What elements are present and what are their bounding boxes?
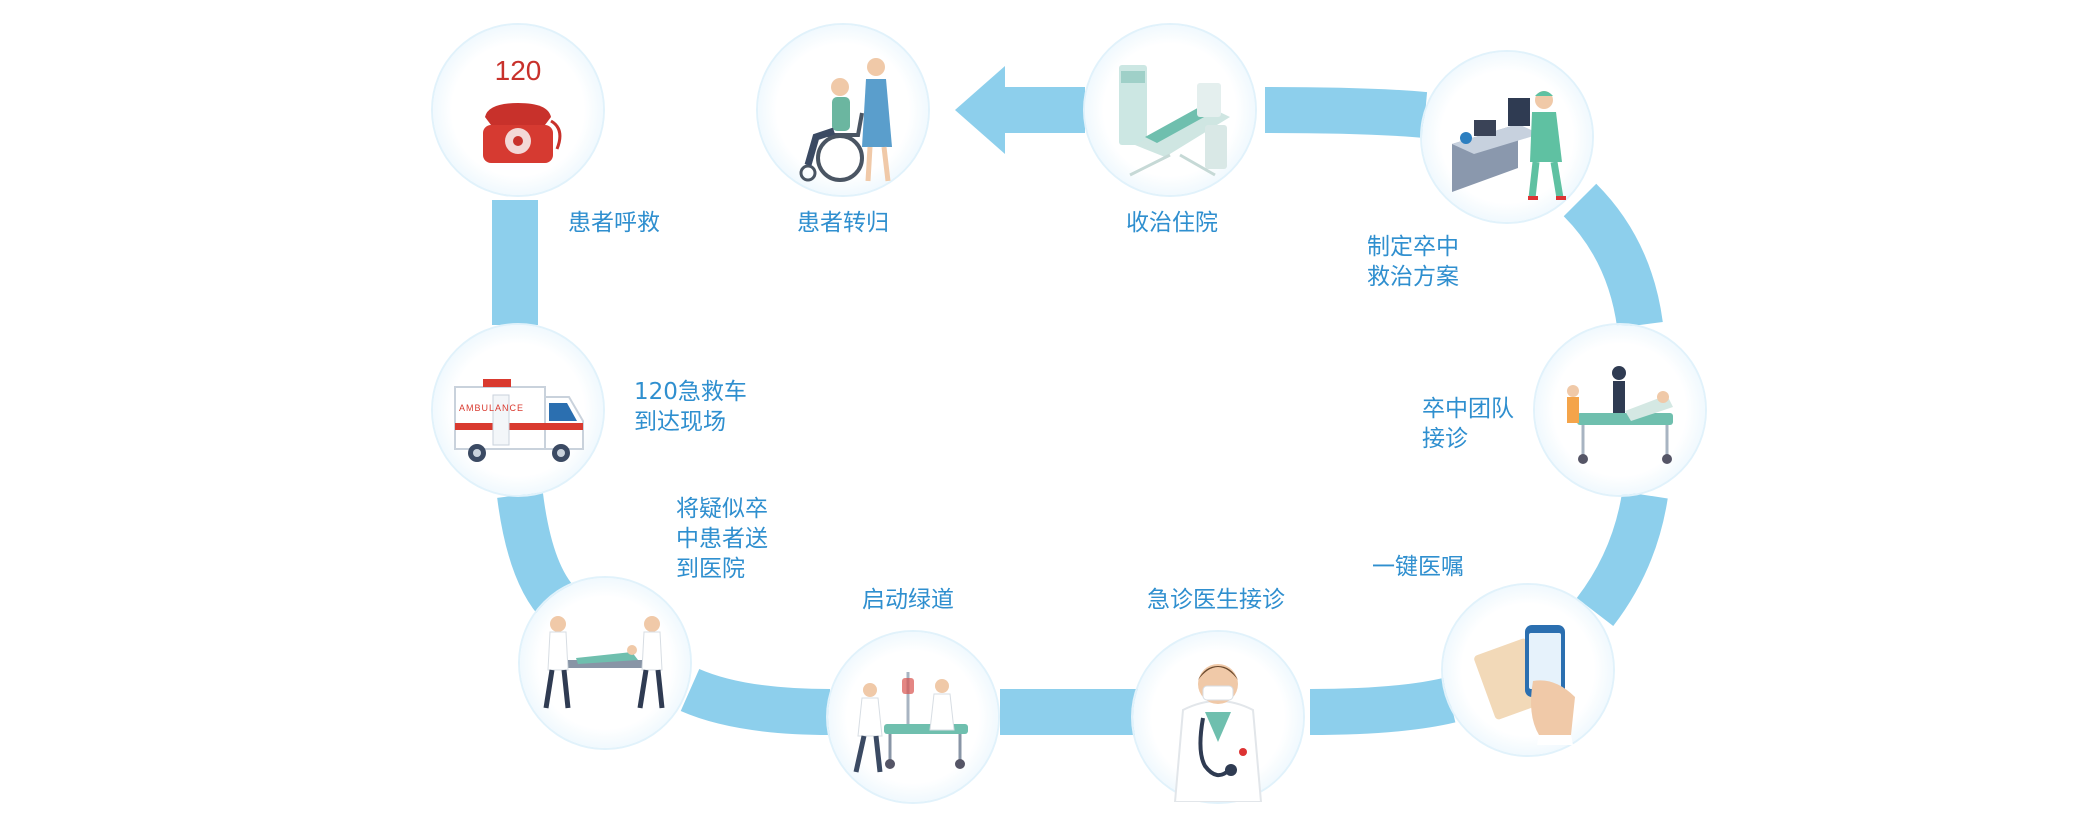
- connector-team-to-plan: [1563, 183, 1663, 329]
- label-one-key-order: 一键医嘱: [1372, 554, 1464, 580]
- label-green-channel: 启动绿道: [862, 587, 954, 613]
- label-treatment-plan: 制定卒中 救治方案: [1367, 232, 1459, 292]
- ambulance-badge-text: AMBULANCE: [459, 403, 524, 413]
- label-admission: 收治住院: [1126, 210, 1218, 236]
- label-transfer-line2: 中患者送: [676, 526, 768, 552]
- phone-number-text: 120: [494, 55, 542, 86]
- label-er-doctor: 急诊医生接诊: [1147, 587, 1285, 613]
- ambulance-icon: AMBULANCE: [454, 379, 584, 462]
- label-ambulance-arrival: 120急救车 到达现场: [634, 377, 747, 437]
- label-transfer-line1: 将疑似卒: [676, 496, 768, 522]
- hospital-bed-room-icon: [1119, 65, 1230, 177]
- label-transfer-line3: 到医院: [676, 556, 745, 582]
- doctor-stethoscope-icon: [1173, 664, 1263, 802]
- medical-team-bed-icon: [1567, 366, 1673, 464]
- flow-arrow-head: [955, 66, 1005, 154]
- node-er-doctor: [1133, 632, 1303, 802]
- node-admission: [1085, 25, 1255, 195]
- label-ambulance-line1: 120急救车: [634, 379, 747, 405]
- label-ambulance-line2: 到达现场: [634, 409, 726, 435]
- red-telephone-icon: [483, 103, 562, 163]
- node-ambulance-arrival: AMBULANCE: [433, 325, 603, 495]
- label-stroke-team-line2: 接诊: [1422, 426, 1468, 452]
- node-patient-call: 120: [433, 25, 603, 195]
- node-patient-return: [758, 25, 928, 195]
- node-treatment-plan: [1422, 52, 1592, 222]
- smartphone-hand-icon: [1474, 625, 1575, 745]
- node-stroke-team: [1535, 325, 1705, 495]
- label-stroke-team-line1: 卒中团队: [1422, 396, 1514, 422]
- label-treatment-plan-line1: 制定卒中: [1367, 234, 1459, 260]
- connector-transfer-to-green: [680, 668, 831, 735]
- label-transfer-to-hospital: 将疑似卒 中患者送 到医院: [676, 494, 768, 584]
- node-green-channel: [828, 632, 998, 802]
- label-patient-call: 患者呼救: [568, 210, 660, 236]
- label-patient-return: 患者转归: [797, 210, 889, 236]
- connector-doctor-to-onekey: [1309, 677, 1456, 735]
- connector-plan-to-admission: [1264, 87, 1428, 138]
- connector-onekey-to-team: [1576, 491, 1668, 627]
- label-treatment-plan-line2: 救治方案: [1367, 264, 1459, 290]
- doctor-xray-desk-icon: [1452, 91, 1566, 200]
- node-one-key-order: [1443, 585, 1613, 755]
- stretcher-carriers-icon: [543, 616, 665, 709]
- node-transfer-to-hospital: [520, 578, 690, 748]
- stretcher-transport-icon: [853, 672, 968, 773]
- wheelchair-nurse-icon: [799, 58, 892, 182]
- label-stroke-team: 卒中团队 接诊: [1422, 394, 1514, 454]
